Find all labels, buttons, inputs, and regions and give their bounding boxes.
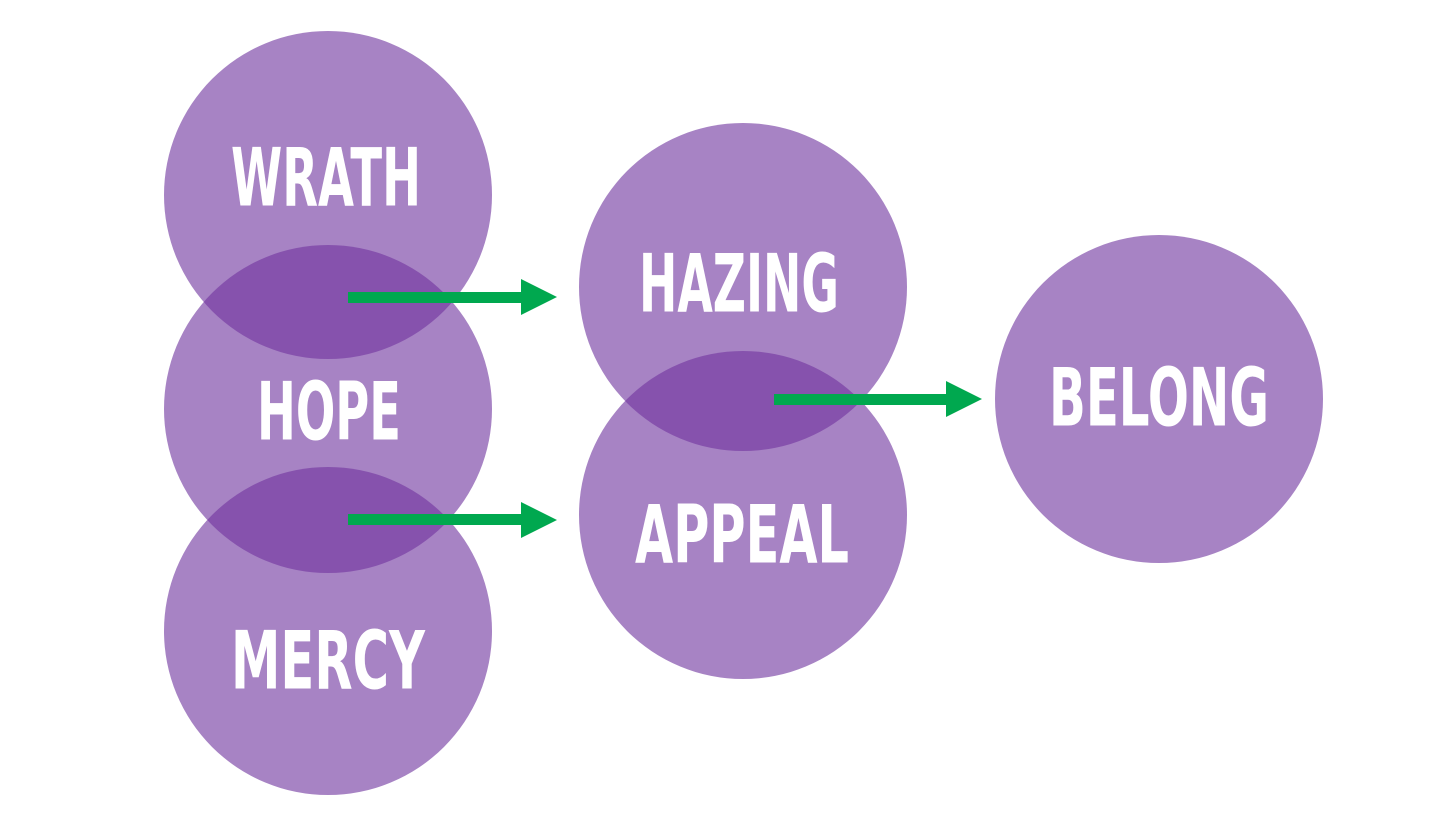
circle-hazing	[579, 123, 907, 451]
label-hazing: HAZING	[639, 238, 839, 331]
arrow-wrath-hope-to-hazing	[348, 279, 557, 315]
label-appeal: APPEAL	[635, 489, 849, 582]
circle-appeal	[579, 351, 907, 679]
overlap-wrath-hope	[164, 245, 492, 359]
label-mercy: MERCY	[231, 615, 426, 708]
label-hope: HOPE	[257, 366, 401, 459]
arrow-hazing-appeal-to-belong	[774, 381, 982, 417]
label-wrath: WRATH	[231, 132, 421, 225]
overlap-hope-mercy	[164, 467, 492, 573]
circle-belong	[995, 235, 1323, 563]
label-belong: BELONG	[1049, 352, 1269, 445]
arrow-hope-mercy-to-appeal	[348, 502, 557, 538]
